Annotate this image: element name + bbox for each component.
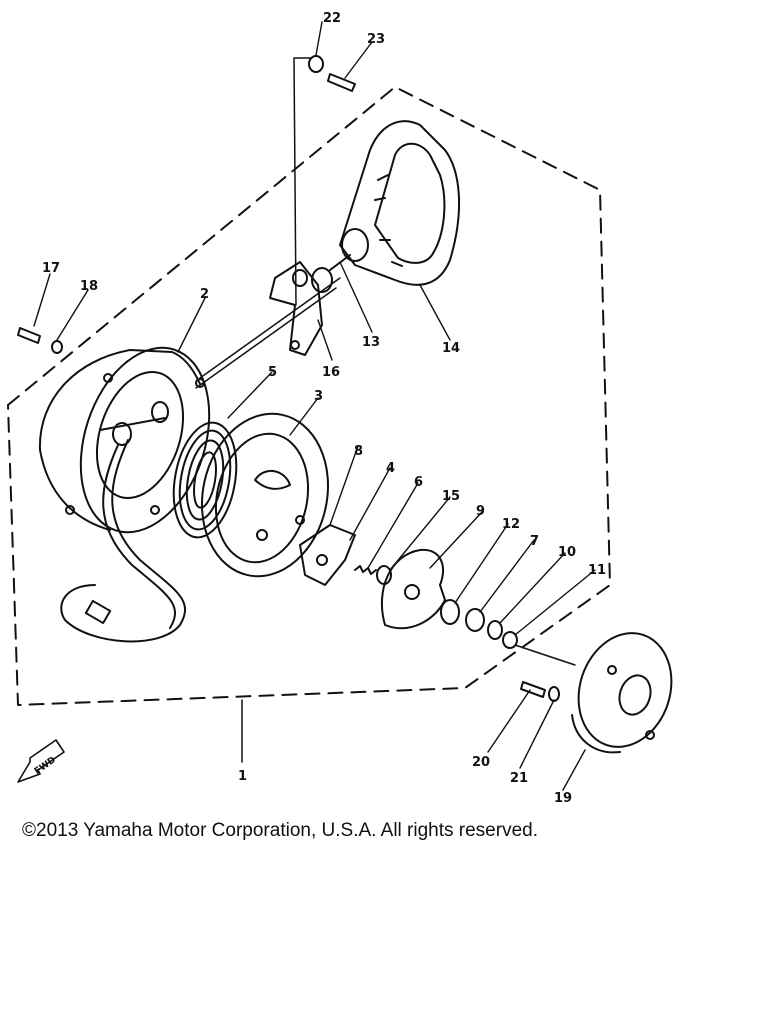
starter-case bbox=[38, 346, 211, 534]
part-label-5: 5 bbox=[268, 365, 277, 380]
part-label-2: 2 bbox=[200, 287, 209, 302]
drive-pulley bbox=[571, 632, 673, 754]
part-label-15: 15 bbox=[442, 489, 460, 504]
fwd-arrow-icon bbox=[17, 739, 65, 783]
part-label-1: 1 bbox=[238, 769, 247, 784]
part-label-4: 4 bbox=[386, 461, 395, 476]
part-label-21: 21 bbox=[510, 771, 528, 786]
starter-handle bbox=[339, 120, 460, 286]
part-label-16: 16 bbox=[322, 365, 340, 380]
part-label-13: 13 bbox=[362, 335, 380, 350]
part-label-14: 14 bbox=[442, 341, 460, 356]
rope-seal bbox=[311, 267, 333, 293]
part-label-11: 11 bbox=[588, 563, 606, 578]
part-label-18: 18 bbox=[80, 279, 98, 294]
part-label-8: 8 bbox=[354, 444, 363, 459]
starter-rope bbox=[60, 277, 341, 643]
copyright-notice: ©2013 Yamaha Motor Corporation, U.S.A. A… bbox=[22, 820, 538, 841]
part-label-22: 22 bbox=[323, 11, 341, 26]
part-label-3: 3 bbox=[314, 389, 323, 404]
part-label-6: 6 bbox=[414, 475, 423, 490]
sheave-drum bbox=[201, 412, 329, 578]
part-label-20: 20 bbox=[472, 755, 490, 770]
part-label-7: 7 bbox=[530, 534, 539, 549]
assembly-boundary bbox=[7, 86, 611, 706]
part-label-12: 12 bbox=[502, 517, 520, 532]
part-label-19: 19 bbox=[554, 791, 572, 806]
part-label-9: 9 bbox=[476, 504, 485, 519]
part-label-23: 23 bbox=[367, 32, 385, 47]
friction-plate bbox=[380, 548, 446, 630]
part-label-10: 10 bbox=[558, 545, 576, 560]
drive-pawl bbox=[299, 524, 356, 586]
pawl-spring bbox=[354, 565, 377, 575]
fwd-label: FWD bbox=[33, 755, 58, 777]
recoil-spring bbox=[172, 421, 238, 539]
rope-guide bbox=[269, 261, 323, 356]
recoil-starter-exploded-diagram: FWD 22 23 17 18 2 5 3 16 13 14 8 4 6 15 … bbox=[7, 11, 673, 806]
part-label-17: 17 bbox=[42, 261, 60, 276]
